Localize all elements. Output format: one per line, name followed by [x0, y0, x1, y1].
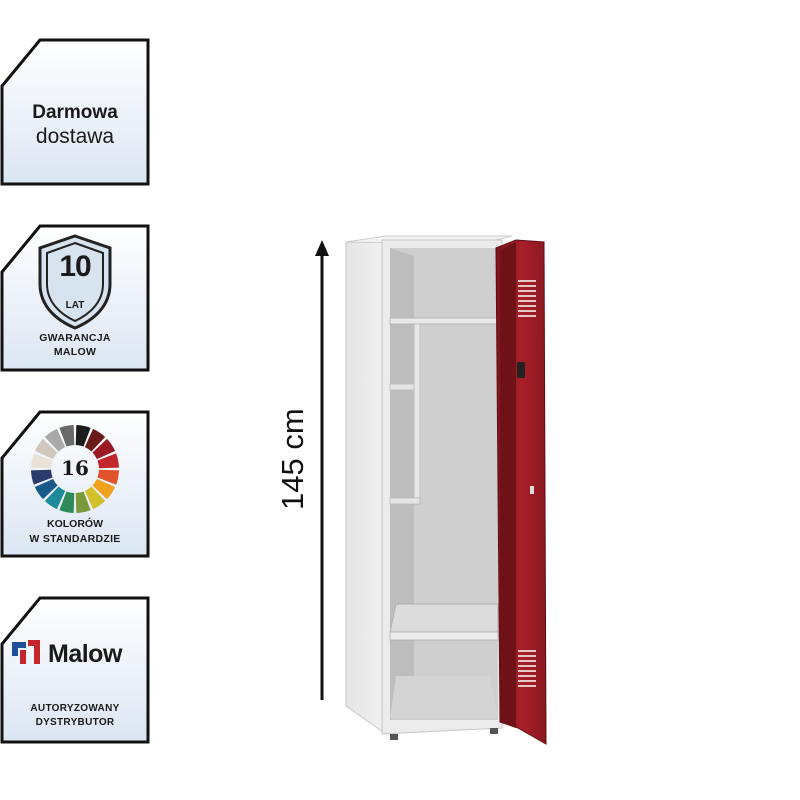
color-swatch [59, 491, 75, 513]
color-swatch [97, 469, 119, 485]
locker-image [345, 235, 547, 745]
color-swatch [92, 478, 116, 500]
color-swatch [97, 453, 119, 469]
malow-brand: Malow [48, 640, 122, 668]
warranty-text: 10 LAT GWARANCJA MALOW [6, 224, 144, 372]
color-swatch [44, 428, 66, 452]
distributor-badge: Malow AUTORYZOWANY DYSTRYBUTOR [0, 596, 150, 744]
distributor-line1: AUTORYZOWANY [30, 703, 120, 714]
warranty-badge: 10 LAT GWARANCJA MALOW [0, 224, 150, 372]
color-swatch [84, 428, 106, 452]
height-arrow-icon [315, 240, 329, 700]
distributor-text: AUTORYZOWANY DYSTRYBUTOR [6, 596, 144, 744]
delivery-text: Darmowa dostawa [6, 38, 144, 186]
malow-logo-icon [12, 640, 40, 664]
height-label: 145 cm [275, 408, 310, 510]
warranty-unit: LAT [65, 300, 85, 311]
colors-line2: W STANDARDZIE [29, 533, 121, 545]
color-swatch [59, 425, 75, 447]
color-swatch [75, 491, 91, 513]
color-swatch [44, 486, 66, 510]
warranty-line2: MALOW [53, 346, 97, 358]
colors-line1: KOLORÓW [47, 518, 103, 530]
color-count: 16 [61, 456, 89, 480]
color-swatch [34, 438, 58, 460]
colors-text: 16 KOLORÓW W STANDARDZIE [6, 410, 144, 558]
color-swatch [92, 438, 116, 460]
warranty-line1: GWARANCJA [39, 332, 111, 344]
color-swatch [84, 486, 106, 510]
warranty-years: 10 [59, 250, 91, 283]
badge-frame [0, 38, 150, 186]
color-swatch [31, 469, 53, 485]
shield-icon [38, 234, 112, 330]
delivery-subtitle: dostawa [35, 125, 115, 148]
distributor-line2: DYSTRYBUTOR [35, 717, 115, 728]
free-delivery-badge: Darmowa dostawa [0, 38, 150, 186]
color-swatch [31, 453, 53, 469]
color-swatch [75, 425, 91, 447]
color-swatch [34, 478, 58, 500]
delivery-title: Darmowa [32, 102, 118, 123]
color-wheel-icon [31, 425, 119, 513]
colors-badge: 16 KOLORÓW W STANDARDZIE [0, 410, 150, 558]
badge-frame [0, 596, 150, 744]
